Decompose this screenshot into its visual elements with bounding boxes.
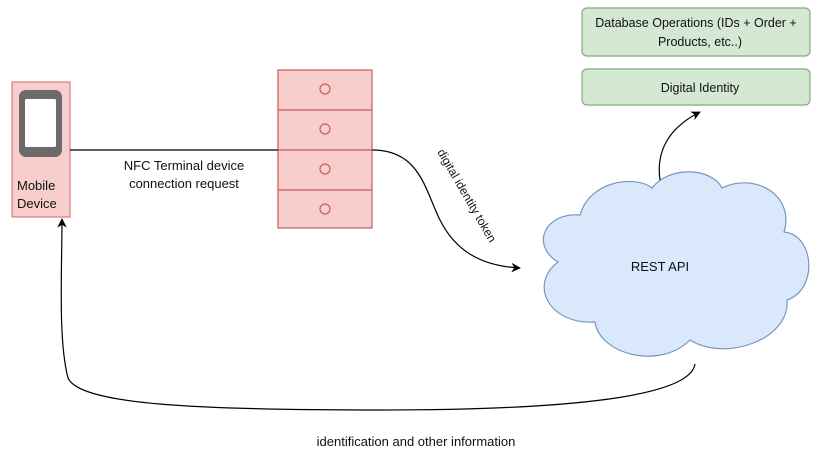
cloud-icon (542, 171, 810, 357)
connection-request-label-line2: connection request (129, 176, 239, 191)
rest-api-label: REST API (631, 259, 689, 274)
drawer-2 (277, 109, 373, 151)
digital-identity-label: Digital Identity (661, 81, 740, 95)
smartphone-icon (19, 90, 62, 157)
drawer-4 (277, 189, 373, 229)
nfc-terminal-node (277, 69, 373, 229)
return-edge: identification and other information (57, 218, 696, 449)
identity-arrow (658, 111, 701, 181)
token-edge: digital identity token (371, 147, 521, 273)
connection-request-label-line1: NFC Terminal device (124, 158, 244, 173)
mobile-device-node: Mobile Device (11, 81, 71, 218)
database-operations-label-line1: Database Operations (IDs + Order + (595, 16, 796, 30)
token-arrow (371, 149, 521, 273)
digital-identity-box (581, 68, 811, 106)
drawer-3 (277, 149, 373, 191)
token-label: digital identity token (434, 147, 499, 245)
mobile-device-label-line2: Device (17, 196, 57, 211)
drawer-knob-3 (319, 163, 331, 175)
drawer-knob-2 (319, 123, 331, 135)
connection-request-edge: NFC Terminal device connection request (70, 149, 278, 191)
return-label: identification and other information (317, 434, 516, 449)
digital-identity-node: Digital Identity (581, 68, 811, 106)
identity-edge (658, 111, 701, 181)
drawer-knob-4 (319, 203, 331, 215)
mobile-device-label-line1: Mobile (17, 178, 55, 193)
drawer-1 (277, 69, 373, 111)
drawer-knob-1 (319, 83, 331, 95)
database-operations-node: Database Operations (IDs + Order + Produ… (581, 7, 811, 57)
rest-api-node: REST API (542, 171, 810, 357)
return-arrow (57, 218, 696, 411)
database-operations-box (581, 7, 811, 57)
drawer-cabinet-icon (277, 69, 373, 229)
database-operations-label-line2: Products, etc..) (658, 35, 742, 49)
